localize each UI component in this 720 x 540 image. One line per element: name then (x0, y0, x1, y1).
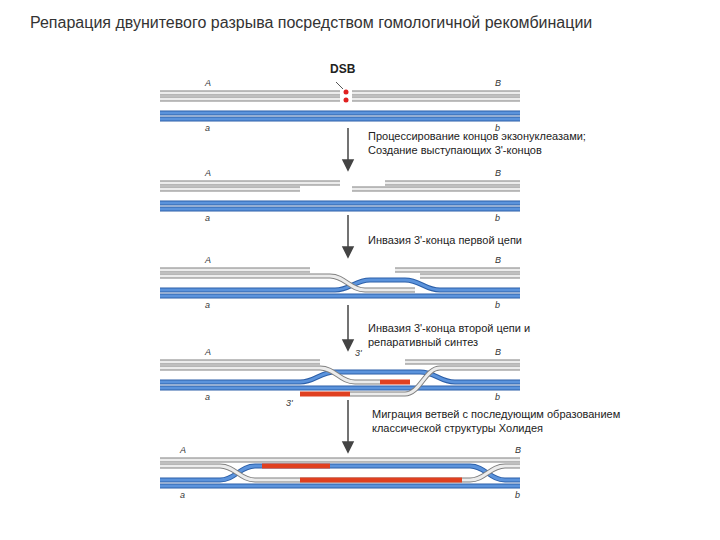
strand-letter: A (205, 255, 211, 266)
dna-strand (160, 208, 520, 211)
strand-letter: b (515, 490, 520, 501)
strand-letter: A (205, 168, 211, 179)
dna-strand (160, 118, 520, 121)
dna-strand (160, 294, 520, 299)
strand-letter: 3' (286, 398, 293, 409)
dna-strand (160, 117, 520, 122)
dna-strand (160, 295, 520, 298)
dna-strand (160, 459, 520, 462)
dna-strand (405, 360, 520, 365)
dna-strand (160, 111, 520, 116)
step-caption: Инвазия 3'-конца второй цепи и репаратив… (368, 322, 548, 350)
dna-strand (160, 201, 520, 206)
break-marks (336, 82, 349, 103)
strand-letter: a (180, 490, 185, 501)
step-caption: Миграция ветвей с последующим образовани… (372, 408, 632, 436)
dna-strand (352, 98, 520, 101)
dna-strand (160, 97, 340, 102)
dna-strand (160, 202, 520, 205)
dna-strand (420, 275, 520, 278)
strand-letter: B (495, 347, 501, 358)
dna-strand (160, 466, 520, 480)
dna-strand (160, 207, 520, 212)
dna-strand (160, 466, 520, 480)
break-label: DSB (330, 62, 355, 77)
dna-strand (160, 484, 520, 489)
strand-letter: A (205, 78, 211, 89)
dna-strand (380, 380, 410, 385)
dna-strand (300, 392, 350, 397)
strand-letter: a (205, 123, 210, 134)
dna-strand (160, 188, 300, 191)
dna-strand (352, 91, 520, 96)
strand-letter: a (205, 392, 210, 403)
strand-letter: B (495, 255, 501, 266)
dna-strand (160, 112, 520, 115)
dna-strand (350, 368, 520, 394)
dna-strand (352, 188, 520, 191)
dna-strand (160, 269, 310, 272)
dna-strand (160, 280, 520, 290)
dna-strand (160, 276, 415, 290)
dna-strand (352, 92, 520, 95)
dna-strand (160, 181, 340, 186)
dna-strand (405, 361, 520, 364)
dna-strand (160, 360, 320, 365)
dna-strand (160, 361, 320, 364)
strand-letter: a (205, 300, 210, 311)
dna-strand (160, 368, 380, 382)
dna-strand (352, 187, 520, 192)
dna-strand (350, 368, 520, 394)
dna-strand (300, 478, 462, 483)
dna-strand (160, 466, 520, 480)
dna-strand (395, 268, 520, 273)
strand-letter: a (205, 213, 210, 224)
strand-letter: B (515, 445, 521, 456)
dna-strand (262, 464, 330, 469)
dna-strand (160, 458, 520, 463)
step-caption: Инвазия 3'-конца первой цепи (368, 234, 522, 248)
strand-letter: B (495, 78, 501, 89)
step-arrows (343, 128, 353, 452)
step-caption: Процессирование концов экзонуклеазами; С… (368, 130, 608, 158)
dna-strand (160, 91, 340, 96)
dna-strand (352, 97, 520, 102)
dna-strand (160, 92, 340, 95)
strand-letter: 3' (355, 348, 362, 359)
strand-letter: b (495, 123, 500, 134)
strand-letter: b (495, 392, 500, 403)
strand-letter: A (205, 347, 211, 358)
dna-strand (160, 387, 520, 390)
dna-strand (385, 181, 520, 186)
dna-strand (160, 268, 310, 273)
diagram-title: Репарация двунитевого разрыва посредство… (30, 14, 592, 32)
dna-strand (395, 269, 520, 272)
dna-strand (160, 276, 415, 290)
dna-strand (160, 182, 340, 185)
dna-strand (160, 368, 380, 382)
strand-letter: A (180, 445, 186, 456)
dna-strand (385, 182, 520, 185)
dna-strand (420, 274, 520, 279)
dna-strand (160, 280, 520, 290)
strand-letter: B (495, 168, 501, 179)
dna-strand (160, 98, 340, 101)
dna-strand (160, 187, 300, 192)
strand-letter: b (495, 300, 500, 311)
strand-letter: b (495, 213, 500, 224)
dna-strand (160, 466, 520, 480)
dna-strand (160, 485, 520, 488)
dna-strand (160, 386, 520, 391)
